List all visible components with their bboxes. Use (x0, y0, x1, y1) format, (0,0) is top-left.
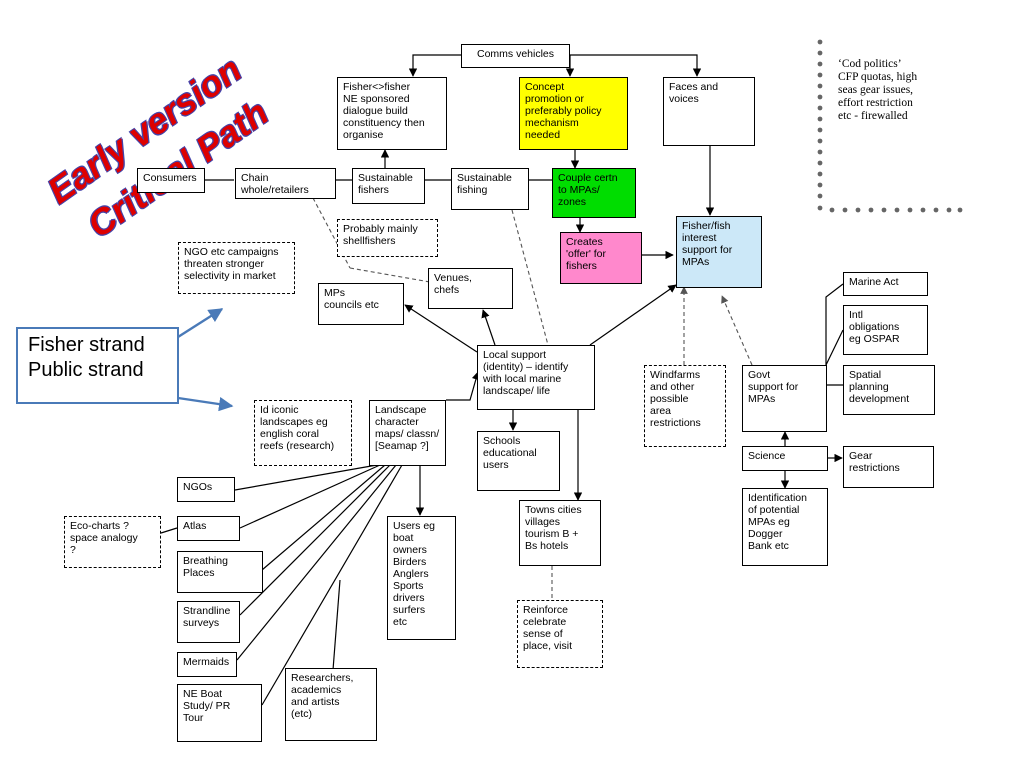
towns-cities-box: Towns cities villages tourism B + Bs hot… (519, 500, 601, 566)
landscape-character-box: Landscape character maps/ classn/ [Seama… (369, 400, 446, 466)
sustainable-fishing-box: Sustainable fishing (451, 168, 529, 210)
faces-voices-box: Faces and voices (663, 77, 755, 146)
comms-vehicles-box: Comms vehicles (461, 44, 570, 68)
breathing-places-box: Breathing Places (177, 551, 263, 593)
identification-mpas-box: Identification of potential MPAs eg Dogg… (742, 488, 828, 566)
fisher-fish-interest-box: Fisher/fish interest support for MPAs (676, 216, 762, 288)
couple-certification-box: Couple certn to MPAs/ zones (552, 168, 636, 218)
ne-boat-study-box: NE Boat Study/ PR Tour (177, 684, 262, 742)
mps-councils-box: MPs councils etc (318, 283, 404, 325)
local-support-box: Local support (identity) – identify with… (477, 345, 595, 410)
atlas-box: Atlas (177, 516, 240, 541)
cod-politics-note: ‘Cod politics’ CFP quotas, high seas gea… (838, 58, 918, 122)
creates-offer-box: Creates 'offer' for fishers (560, 232, 642, 284)
users-box: Users eg boat owners Birders Anglers Spo… (387, 516, 456, 640)
chain-retailers-box: Chain whole/retailers (235, 168, 336, 199)
concept-promotion-box: Concept promotion or preferably policy m… (519, 77, 628, 150)
schools-box: Schools educational users (477, 431, 560, 491)
sustainable-fishers-box: Sustainable fishers (352, 168, 425, 204)
consumers-box: Consumers (137, 168, 205, 193)
gear-restrictions-box: Gear restrictions (843, 446, 934, 488)
venues-chefs-box: Venues, chefs (428, 268, 513, 309)
ngo-campaigns-box: NGO etc campaigns threaten stronger sele… (178, 242, 295, 294)
fisher-fisher-box: Fisher<>fisher NE sponsored dialogue bui… (337, 77, 447, 150)
intl-obligations-box: Intl obligations eg OSPAR (843, 305, 928, 355)
iconic-landscapes-box: Id iconic landscapes eg english coral re… (254, 400, 352, 466)
science-box: Science (742, 446, 828, 471)
researchers-box: Researchers, academics and artists (etc) (285, 668, 377, 741)
strand-legend: Fisher strand Public strand (16, 327, 179, 404)
govt-support-box: Govt support for MPAs (742, 365, 827, 432)
mermaids-box: Mermaids (177, 652, 237, 677)
windfarms-box: Windfarms and other possible area restri… (644, 365, 726, 447)
shellfishers-box: Probably mainly shellfishers (337, 219, 438, 257)
marine-act-box: Marine Act (843, 272, 928, 296)
reinforce-box: Reinforce celebrate sense of place, visi… (517, 600, 603, 668)
ngos-box: NGOs (177, 477, 235, 502)
spatial-planning-box: Spatial planning development (843, 365, 935, 415)
eco-charts-box: Eco-charts ? space analogy ? (64, 516, 161, 568)
strandline-surveys-box: Strandline surveys (177, 601, 240, 643)
